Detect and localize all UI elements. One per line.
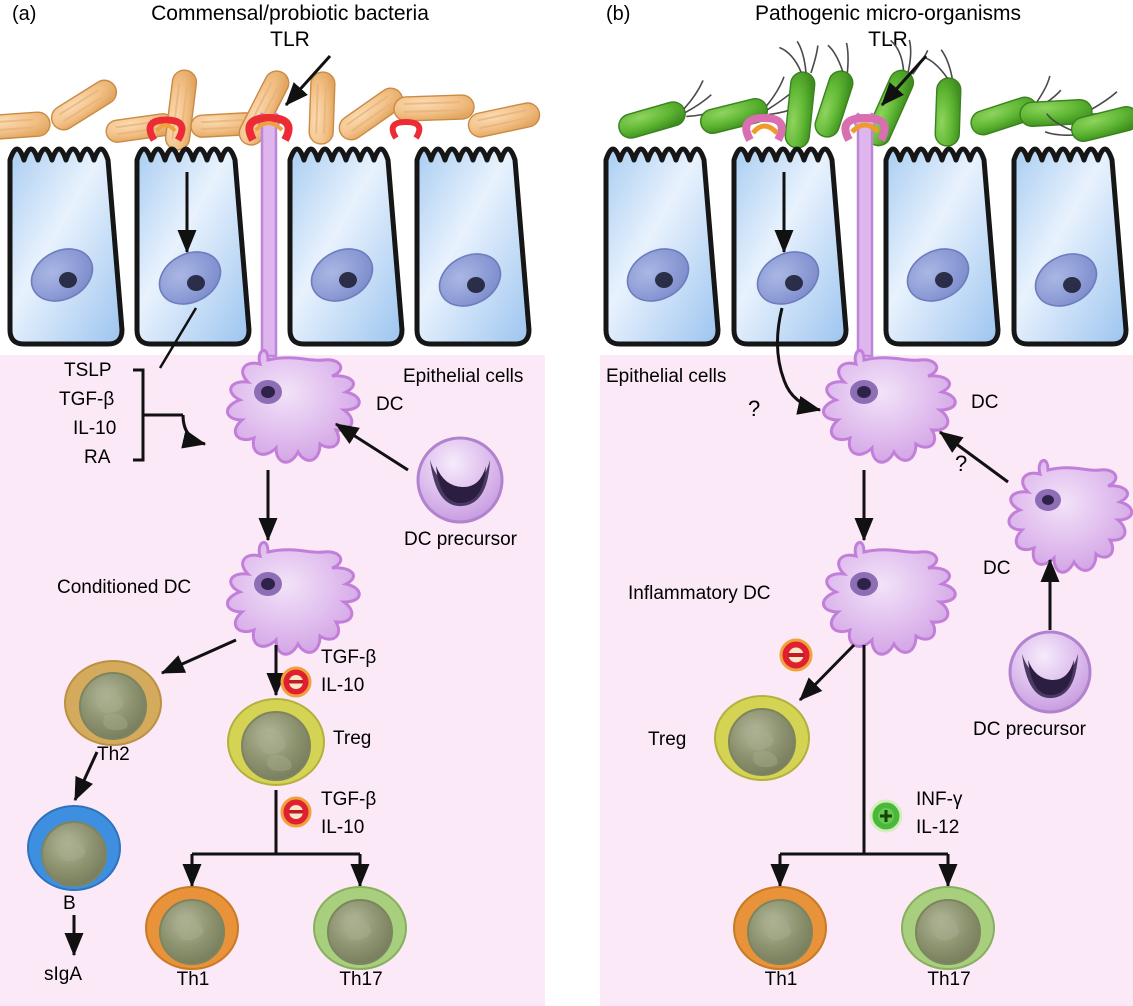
epithelial-cells-label-a: Epithelial cells [403,366,524,387]
treg-cytokine-tgfb: TGF-β [321,789,377,810]
effector-fork [770,645,958,888]
th1-label-a: Th1 [176,969,210,990]
inhibition-badge [779,638,813,672]
treg-label-b: Treg [648,729,687,750]
panel-b: (b) Pathogenic micro-organisms TLR [600,0,1133,1006]
treg-cell [714,695,810,781]
dc-to-dc-unknown-arrow [939,430,1009,484]
dc-precursor-cell [1008,630,1092,714]
dc-cytokine-tgfb: TGF-β [321,647,377,668]
effector-cytokine-infg: INF-γ [916,789,963,810]
th1-cell [145,886,239,970]
th2-label: Th2 [97,744,130,765]
factor-il10: IL-10 [73,418,117,439]
siga-label: sIgA [44,964,83,985]
inflammatory-dc-cell [822,541,957,656]
nucleus-to-factors-line [158,307,198,369]
panel-b-title: Pathogenic micro-organisms [754,2,1022,25]
inhibition-badge [280,666,312,698]
panel-a-graphics [0,54,541,970]
dc-transepithelial-dendrite [257,112,281,358]
th17-label-b: Th17 [927,969,971,990]
tlr-receptor [245,113,293,142]
tlr-receptor [146,116,186,142]
th2-to-b-arrow [73,751,99,802]
conditioned-dc-to-th2-arrow [160,638,237,675]
epithelium-b [603,146,1129,347]
th17-label-a: Th17 [339,969,383,990]
th17-cell [901,886,995,970]
tlr-pointer-arrow [284,54,332,107]
conditioning-factor-bracket [133,368,207,462]
th2-cell [64,660,162,746]
dc-cytokine-il10: IL-10 [321,675,365,696]
th1-cell [733,886,827,970]
th1-label-b: Th1 [764,969,798,990]
panel-a-id: (a) [12,3,37,25]
question-mark-dc: ? [955,451,968,476]
panel-b-tlr-label: TLR [868,28,908,51]
inflammatory-dc-to-treg-arrow [798,643,856,702]
epithelial-dendritic-cell [822,349,957,464]
b-cell [27,805,121,891]
epithelial-cell [1011,146,1129,347]
th17-cell [313,886,407,970]
panel-a-tlr-label: TLR [270,28,310,51]
epithelial-cell [414,146,532,347]
panel-b-id: (b) [606,3,631,25]
question-mark-epithelium: ? [748,396,761,421]
inflammatory-dc-label: Inflammatory DC [628,583,771,604]
effector-cytokine-il12: IL-12 [916,817,960,838]
factor-tgfb: TGF-β [59,389,115,410]
dc-precursor-label-b: DC precursor [973,719,1086,740]
conditioned-dc-cell [226,541,361,656]
dc-transepithelial-dendrite [853,112,877,358]
treg-cell [227,698,325,786]
dc-label-a: DC [376,394,404,415]
epithelial-dendritic-cell [226,349,361,464]
panel-a: (a) Commensal/probiotic bacteria TLR [0,0,545,1006]
tlr-receptor [841,113,889,142]
precursor-to-dc-arrow [334,422,409,472]
epithelial-cell [287,146,405,347]
epithelial-cell [883,146,1001,347]
treg-label-a: Treg [333,728,372,749]
dc-precursor-label-a: DC precursor [404,529,517,550]
factor-ra: RA [84,447,111,468]
factor-tslp: TSLP [64,360,112,381]
panel-b-graphics [603,39,1133,970]
epithelial-cell [731,146,849,347]
tlr-pointer-arrow [880,54,928,107]
treg-inhibition-fork [182,790,370,888]
unknown-signal-arrow [775,307,822,415]
activation-badge [869,799,903,833]
tlr-receptor [742,113,786,142]
b-label: B [63,893,76,914]
tlr-receptor [389,118,423,140]
dc-precursor-cell [416,436,504,524]
dc-label-b-upper: DC [971,392,999,413]
epithelial-cell [7,146,125,347]
epithelial-cell [603,146,721,347]
dendritic-cell-upper-right [1007,459,1133,574]
conditioned-dc-label: Conditioned DC [57,577,192,598]
inhibition-badge [280,796,312,828]
treg-cytokine-il10: IL-10 [321,817,365,838]
epithelial-cells-label-b: Epithelial cells [606,366,727,387]
panel-a-title: Commensal/probiotic bacteria [151,2,429,25]
dc-label-b-lower: DC [983,558,1011,579]
